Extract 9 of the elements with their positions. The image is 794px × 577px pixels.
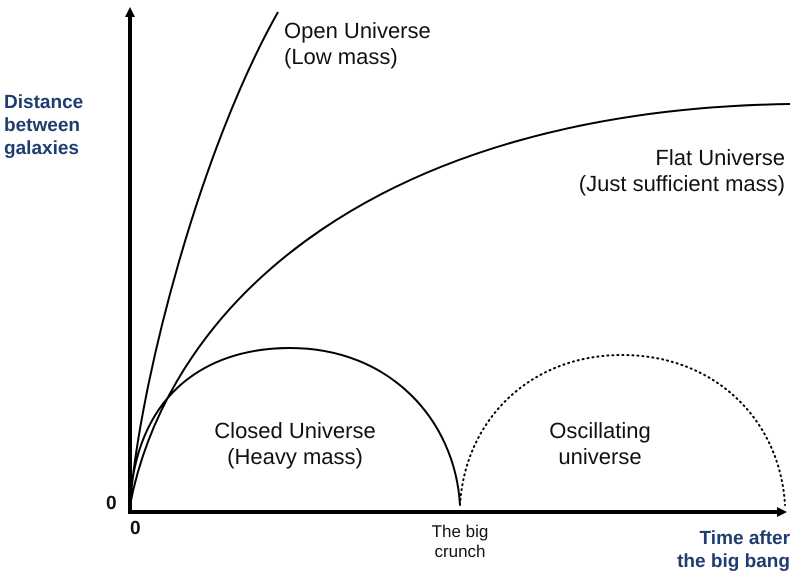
curve-label: Open Universe (Low mass) — [284, 18, 432, 71]
y-axis-title: Distance between galaxies — [4, 92, 84, 160]
curve-label: Closed Universe (Heavy mass) — [213, 418, 377, 471]
curve-label: Flat Universe (Just sufficient mass) — [578, 145, 785, 198]
annotation-text: The big crunch — [430, 522, 490, 563]
axis-tick-label: 0 — [106, 493, 118, 516]
x-axis-title: Time after the big bang — [676, 528, 790, 574]
curve-label: Oscillating universe — [548, 418, 652, 471]
axis-tick-label: 0 — [130, 518, 142, 541]
